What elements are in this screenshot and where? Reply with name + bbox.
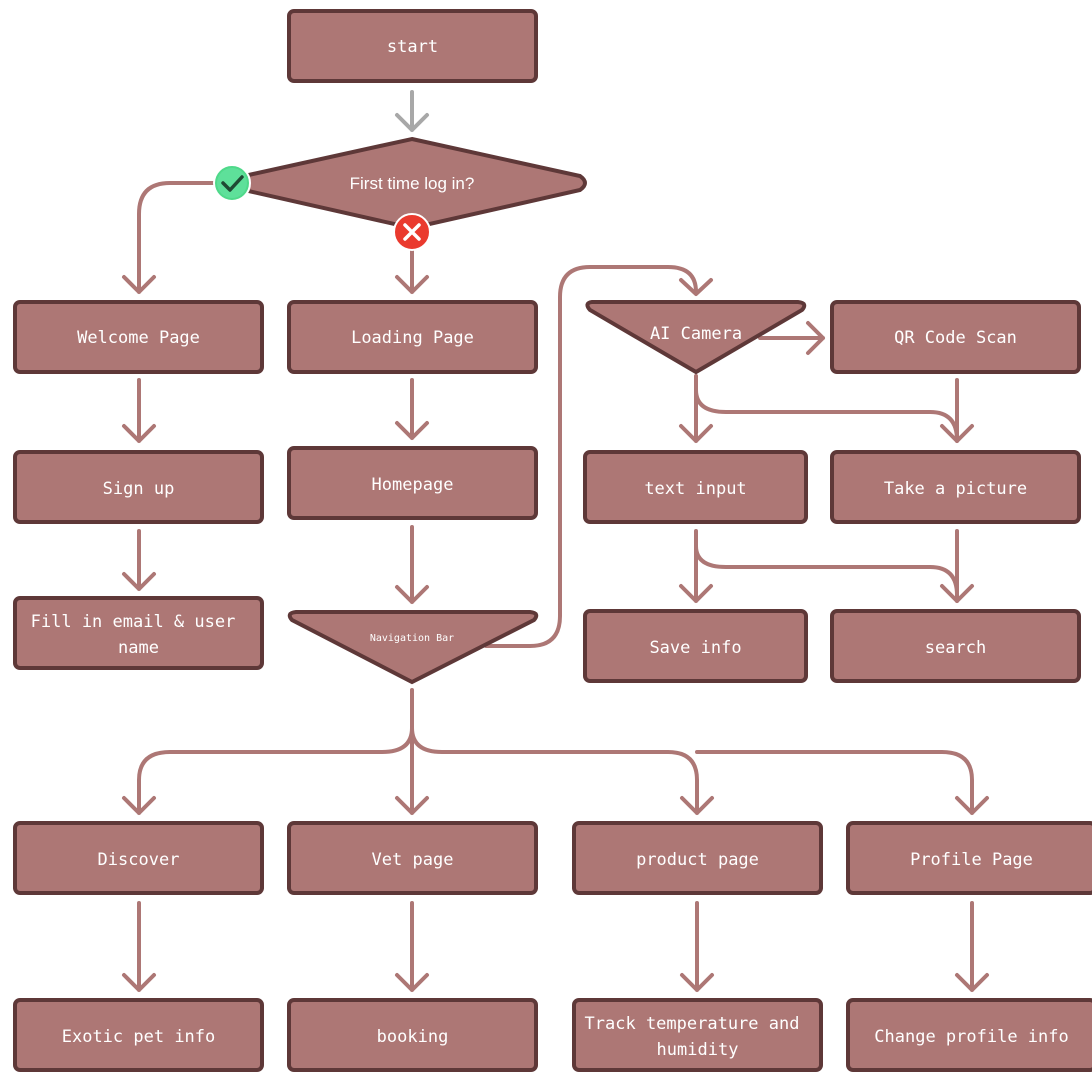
- node-track-line1: Track temperature and: [585, 1014, 800, 1034]
- connector-aicamera-takepicture: [694, 388, 974, 443]
- node-welcome-page[interactable]: Welcome Page: [13, 300, 264, 374]
- node-discover[interactable]: Discover: [13, 821, 264, 895]
- connector-textinput-search: [694, 544, 974, 603]
- node-search-label: search: [925, 638, 986, 658]
- node-vet-page[interactable]: Vet page: [287, 821, 538, 895]
- cross-icon: [393, 213, 431, 251]
- connector-nav-trunk: [395, 688, 429, 815]
- node-fill-email[interactable]: Fill in email & user name: [13, 596, 264, 670]
- node-product-page[interactable]: product page: [572, 821, 823, 895]
- node-booking[interactable]: booking: [287, 998, 538, 1072]
- connector-vet-booking: [395, 901, 429, 992]
- node-change-profile-info[interactable]: Change profile info: [846, 998, 1092, 1072]
- node-loading-page[interactable]: Loading Page: [287, 300, 538, 374]
- node-product-page-label: product page: [636, 850, 759, 870]
- nodes: start First time log in? Welcome Page Lo…: [13, 9, 1092, 1072]
- node-signup-label: Sign up: [103, 479, 175, 499]
- connector-homepage-nav: [395, 525, 429, 604]
- node-nav-bar-label: Navigation Bar: [370, 633, 454, 644]
- node-fill-email-line1: Fill in email & user: [31, 612, 236, 632]
- node-navigation-bar[interactable]: Navigation Bar: [287, 610, 539, 685]
- node-homepage-label: Homepage: [372, 475, 454, 495]
- node-welcome-label: Welcome Page: [77, 328, 200, 348]
- connector-nav-aicamera: [484, 265, 713, 648]
- connector-product-track: [680, 901, 714, 992]
- node-change-profile-label: Change profile info: [874, 1027, 1068, 1047]
- node-text-input-label: text input: [644, 479, 746, 499]
- connector-profile-change: [955, 901, 989, 992]
- node-qr-code-scan[interactable]: QR Code Scan: [830, 300, 1081, 374]
- connector-nav-profile: [695, 750, 989, 815]
- connector-signup-fill: [122, 529, 156, 591]
- node-text-input[interactable]: text input: [583, 450, 808, 524]
- node-booking-label: booking: [377, 1027, 449, 1047]
- connector-aicamera-qr: [758, 321, 825, 355]
- check-icon: [213, 164, 251, 202]
- connector-aicamera-textinput: [679, 374, 713, 443]
- node-ai-camera[interactable]: AI Camera: [585, 300, 807, 375]
- node-save-info-label: Save info: [649, 638, 741, 658]
- connector-nav-product: [410, 726, 714, 815]
- node-exotic-pet-info[interactable]: Exotic pet info: [13, 998, 264, 1072]
- connector-discover-exotic: [122, 901, 156, 992]
- node-fill-email-line2: name: [118, 638, 159, 658]
- connectors: [122, 90, 989, 992]
- node-start-label: start: [387, 37, 438, 57]
- node-take-picture-label: Take a picture: [884, 479, 1027, 499]
- node-ai-camera-label: AI Camera: [650, 324, 742, 344]
- connector-yes-welcome: [122, 181, 234, 294]
- connector-nav-discover: [122, 726, 414, 815]
- node-search[interactable]: search: [830, 609, 1081, 683]
- node-profile-page[interactable]: Profile Page: [846, 821, 1092, 895]
- node-homepage[interactable]: Homepage: [287, 446, 538, 520]
- connector-start-decision: [395, 90, 429, 132]
- node-loading-label: Loading Page: [351, 328, 474, 348]
- node-take-picture[interactable]: Take a picture: [830, 450, 1081, 524]
- node-track-temperature[interactable]: Track temperature and humidity: [572, 998, 823, 1072]
- node-track-line2: humidity: [657, 1040, 739, 1060]
- node-discover-label: Discover: [98, 850, 180, 870]
- node-exotic-pet-label: Exotic pet info: [62, 1027, 216, 1047]
- connector-loading-homepage: [395, 378, 429, 440]
- connector-welcome-signup: [122, 378, 156, 443]
- node-first-login-label: First time log in?: [350, 174, 475, 193]
- node-qr-label: QR Code Scan: [894, 328, 1017, 348]
- node-profile-page-label: Profile Page: [910, 850, 1033, 870]
- node-sign-up[interactable]: Sign up: [13, 450, 264, 524]
- connector-textinput-saveinfo: [679, 529, 713, 603]
- node-save-info[interactable]: Save info: [583, 609, 808, 683]
- node-start[interactable]: start: [287, 9, 538, 83]
- node-vet-page-label: Vet page: [372, 850, 454, 870]
